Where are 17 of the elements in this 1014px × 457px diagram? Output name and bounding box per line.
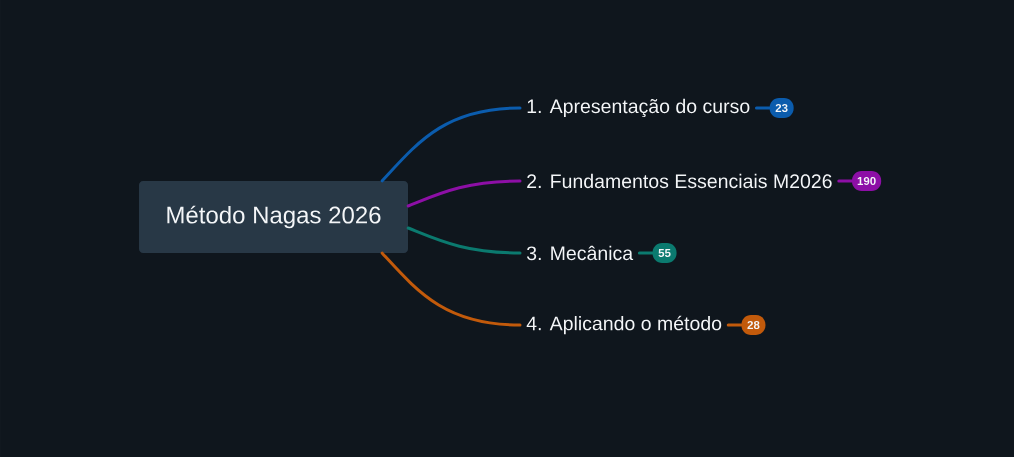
- connector-line: [837, 179, 854, 183]
- connector-line: [637, 251, 654, 255]
- count-badge: 55: [652, 243, 677, 263]
- topic-label: 3. Mecânica: [526, 245, 634, 261]
- count-badge: 190: [852, 171, 882, 191]
- branch-line: [380, 251, 522, 327]
- connector-line: [726, 323, 743, 327]
- branch-line: [406, 226, 522, 255]
- branch-line: [406, 179, 522, 208]
- topic-label: 4. Aplicando o método: [526, 315, 722, 335]
- count-badge: 28: [741, 315, 766, 335]
- topic-label: 2. Fundamentos Essenciais M2026: [527, 173, 832, 189]
- branch-line: [380, 106, 522, 183]
- root-box: Método Nagas 2026: [139, 181, 408, 253]
- count-badge: 23: [769, 98, 794, 118]
- connector-line: [754, 106, 771, 110]
- topic-label: 1. Apresentação do curso: [527, 98, 750, 118]
